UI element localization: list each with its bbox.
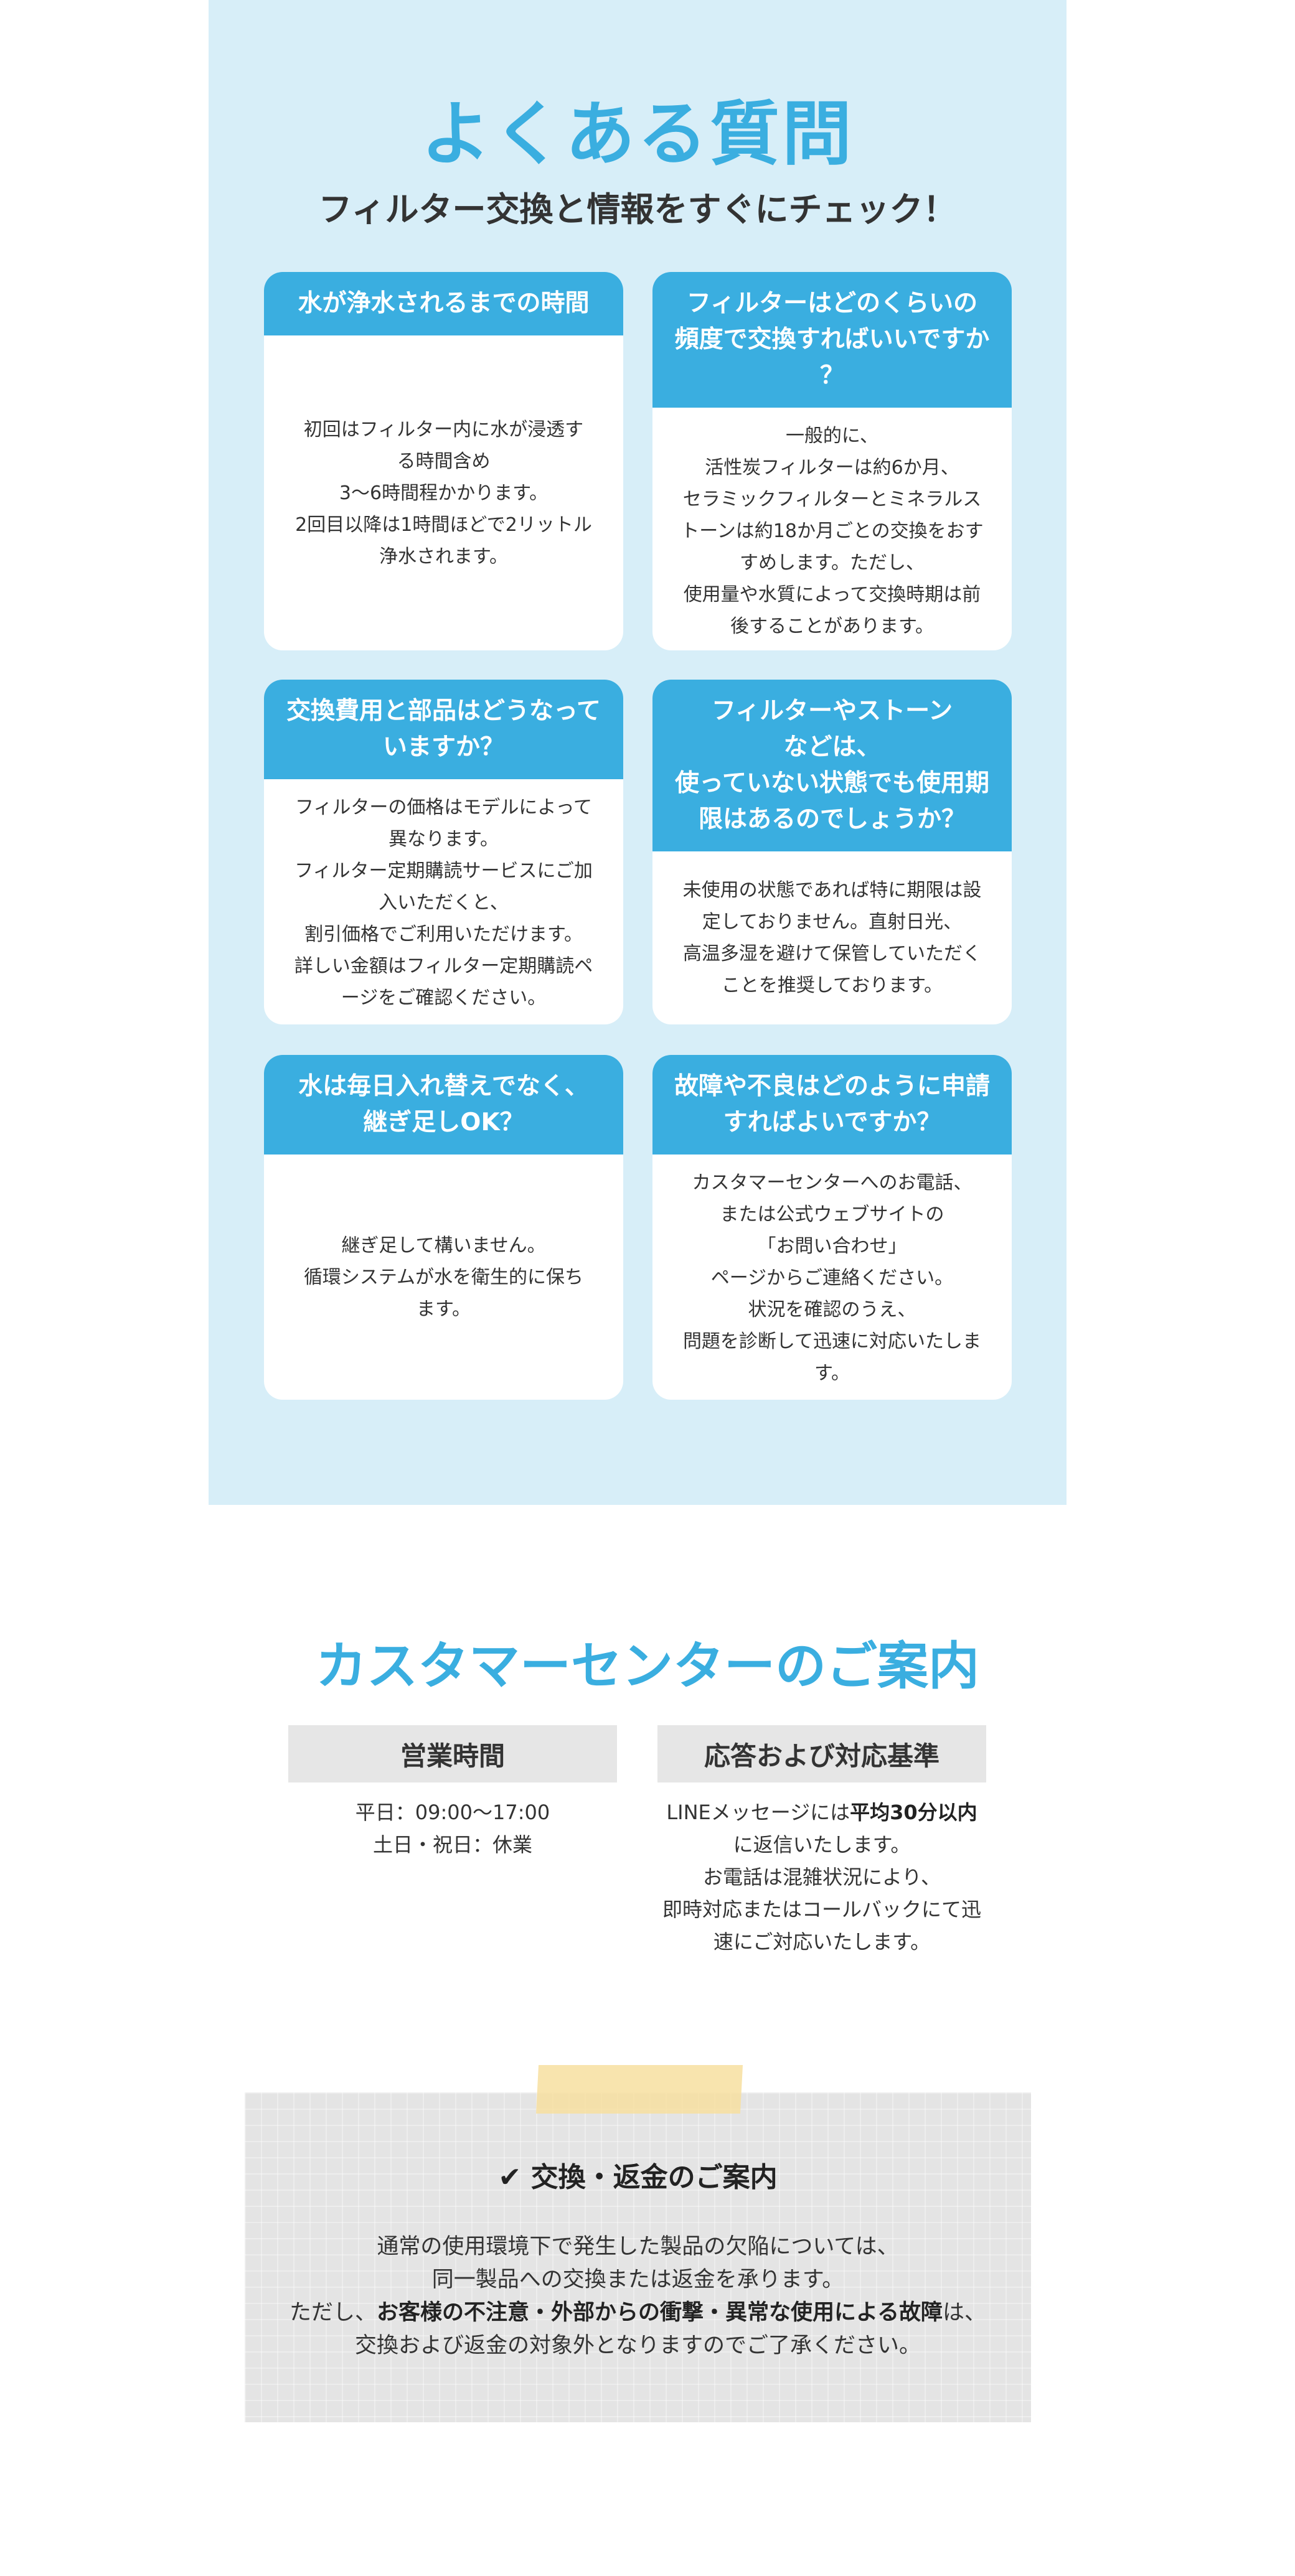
check-icon: ✔	[498, 2161, 522, 2193]
exchange-body: 通常の使用環境下で発生した製品の欠陥については、 同一製品への交換または返金を承…	[245, 2231, 1031, 2363]
faq-answer: フィルターの価格はモデルによって 異なります。 フィルター定期購読サービスにご加…	[294, 797, 593, 1009]
faq-answer: 一般的に、 活性炭フィルターは約6か月、 セラミックフィルターとミネラルス トー…	[680, 425, 984, 637]
tape-decoration	[535, 2065, 743, 2114]
exchange-heading-text: 交換・返金のご案内	[530, 2161, 778, 2193]
exchange-line: 交換および返金の対象外となりますのでご了承ください。	[355, 2333, 921, 2358]
faq-question: 水は毎日入れ替えでなく、 継ぎ足しOK？	[264, 1055, 623, 1155]
faq-answer: 継ぎ足して構いません。 循環システムが水を衛生的に保ち ます。	[303, 1234, 584, 1320]
faq-card: フィルターやストーン などは、 使っていない状態でも使用期 限はあるのでしょうか…	[652, 680, 1012, 1024]
faq-question: 故障や不良はどのように申請 すればよいですか？	[652, 1055, 1012, 1155]
faq-title: よくある質問	[421, 94, 854, 175]
faq-answer: 初回はフィルター内に水が浸透す る時間含め 3〜6時間程かかります。 2回目以降…	[295, 418, 592, 568]
exchange-text: ただし、	[290, 2300, 377, 2325]
response-text: LINEメッセージには	[666, 1801, 850, 1824]
business-hours-body: 平日：09:00〜17:00 土日・祝日：休業	[355, 1801, 550, 1857]
faq-card: 交換費用と部品はどうなって いますか？ フィルターの価格はモデルによって 異なり…	[264, 680, 623, 1024]
response-time-highlight: 平均30分以内	[850, 1801, 977, 1824]
response-standards-heading: 応答および対応基準	[657, 1725, 986, 1782]
exchange-line: ただし、お客様の不注意・外部からの衝撃・異常な使用による故障は、	[245, 2297, 1031, 2330]
business-hours-heading: 営業時間	[288, 1725, 617, 1782]
faq-card: 水が浄水されるまでの時間 初回はフィルター内に水が浸透す る時間含め 3〜6時間…	[264, 272, 623, 650]
faq-question: フィルターやストーン などは、 使っていない状態でも使用期 限はあるのでしょうか…	[652, 680, 1012, 851]
business-hours: 営業時間 平日：09:00〜17:00 土日・祝日：休業	[288, 1725, 617, 1861]
faq-answer: カスタマーセンターへのお電話、 または公式ウェブサイトの 「お問い合わせ」 ペー…	[682, 1172, 982, 1384]
exchange-refund-notice: ✔ 交換・返金のご案内 通常の使用環境下で発生した製品の欠陥については、 同一製…	[245, 2092, 1031, 2422]
response-text: に返信いたします。 お電話は混雑状況により、 即時対応またはコールバックにて迅 …	[662, 1833, 981, 1954]
faq-card: フィルターはどのくらいの 頻度で交換すればいいですか ？ 一般的に、 活性炭フィ…	[652, 272, 1012, 650]
response-standards-body: LINEメッセージには平均30分以内 に返信いたします。 お電話は混雑状況により…	[657, 1796, 986, 1958]
faq-question: 水が浄水されるまでの時間	[264, 272, 623, 335]
faq-question: 交換費用と部品はどうなって いますか？	[264, 680, 623, 779]
faq-card: 故障や不良はどのように申請 すればよいですか？ カスタマーセンターへのお電話、 …	[652, 1055, 1012, 1400]
faq-card: 水は毎日入れ替えでなく、 継ぎ足しOK？ 継ぎ足して構いません。 循環システムが…	[264, 1055, 623, 1400]
exchange-text: は、	[942, 2300, 986, 2325]
exchange-exclusion-highlight: お客様の不注意・外部からの衝撃・異常な使用による故障	[377, 2300, 943, 2325]
faq-question: フィルターはどのくらいの 頻度で交換すればいいですか ？	[652, 272, 1012, 408]
exchange-heading: ✔ 交換・返金のご案内	[245, 2155, 1031, 2194]
response-standards: 応答および対応基準 LINEメッセージには平均30分以内 に返信いたします。 お…	[657, 1725, 986, 1958]
exchange-line: 同一製品への交換または返金を承ります。	[431, 2267, 844, 2292]
faq-subtitle: フィルター交換と情報をすぐにチェック！	[318, 190, 957, 229]
customer-center-title: カスタマーセンターのご案内	[315, 1637, 979, 1696]
exchange-line: 通常の使用環境下で発生した製品の欠陥については、	[377, 2234, 899, 2259]
faq-answer: 未使用の状態であれば特に期限は設 定しておりません。直射日光、 高温多湿を避けて…	[682, 879, 982, 996]
